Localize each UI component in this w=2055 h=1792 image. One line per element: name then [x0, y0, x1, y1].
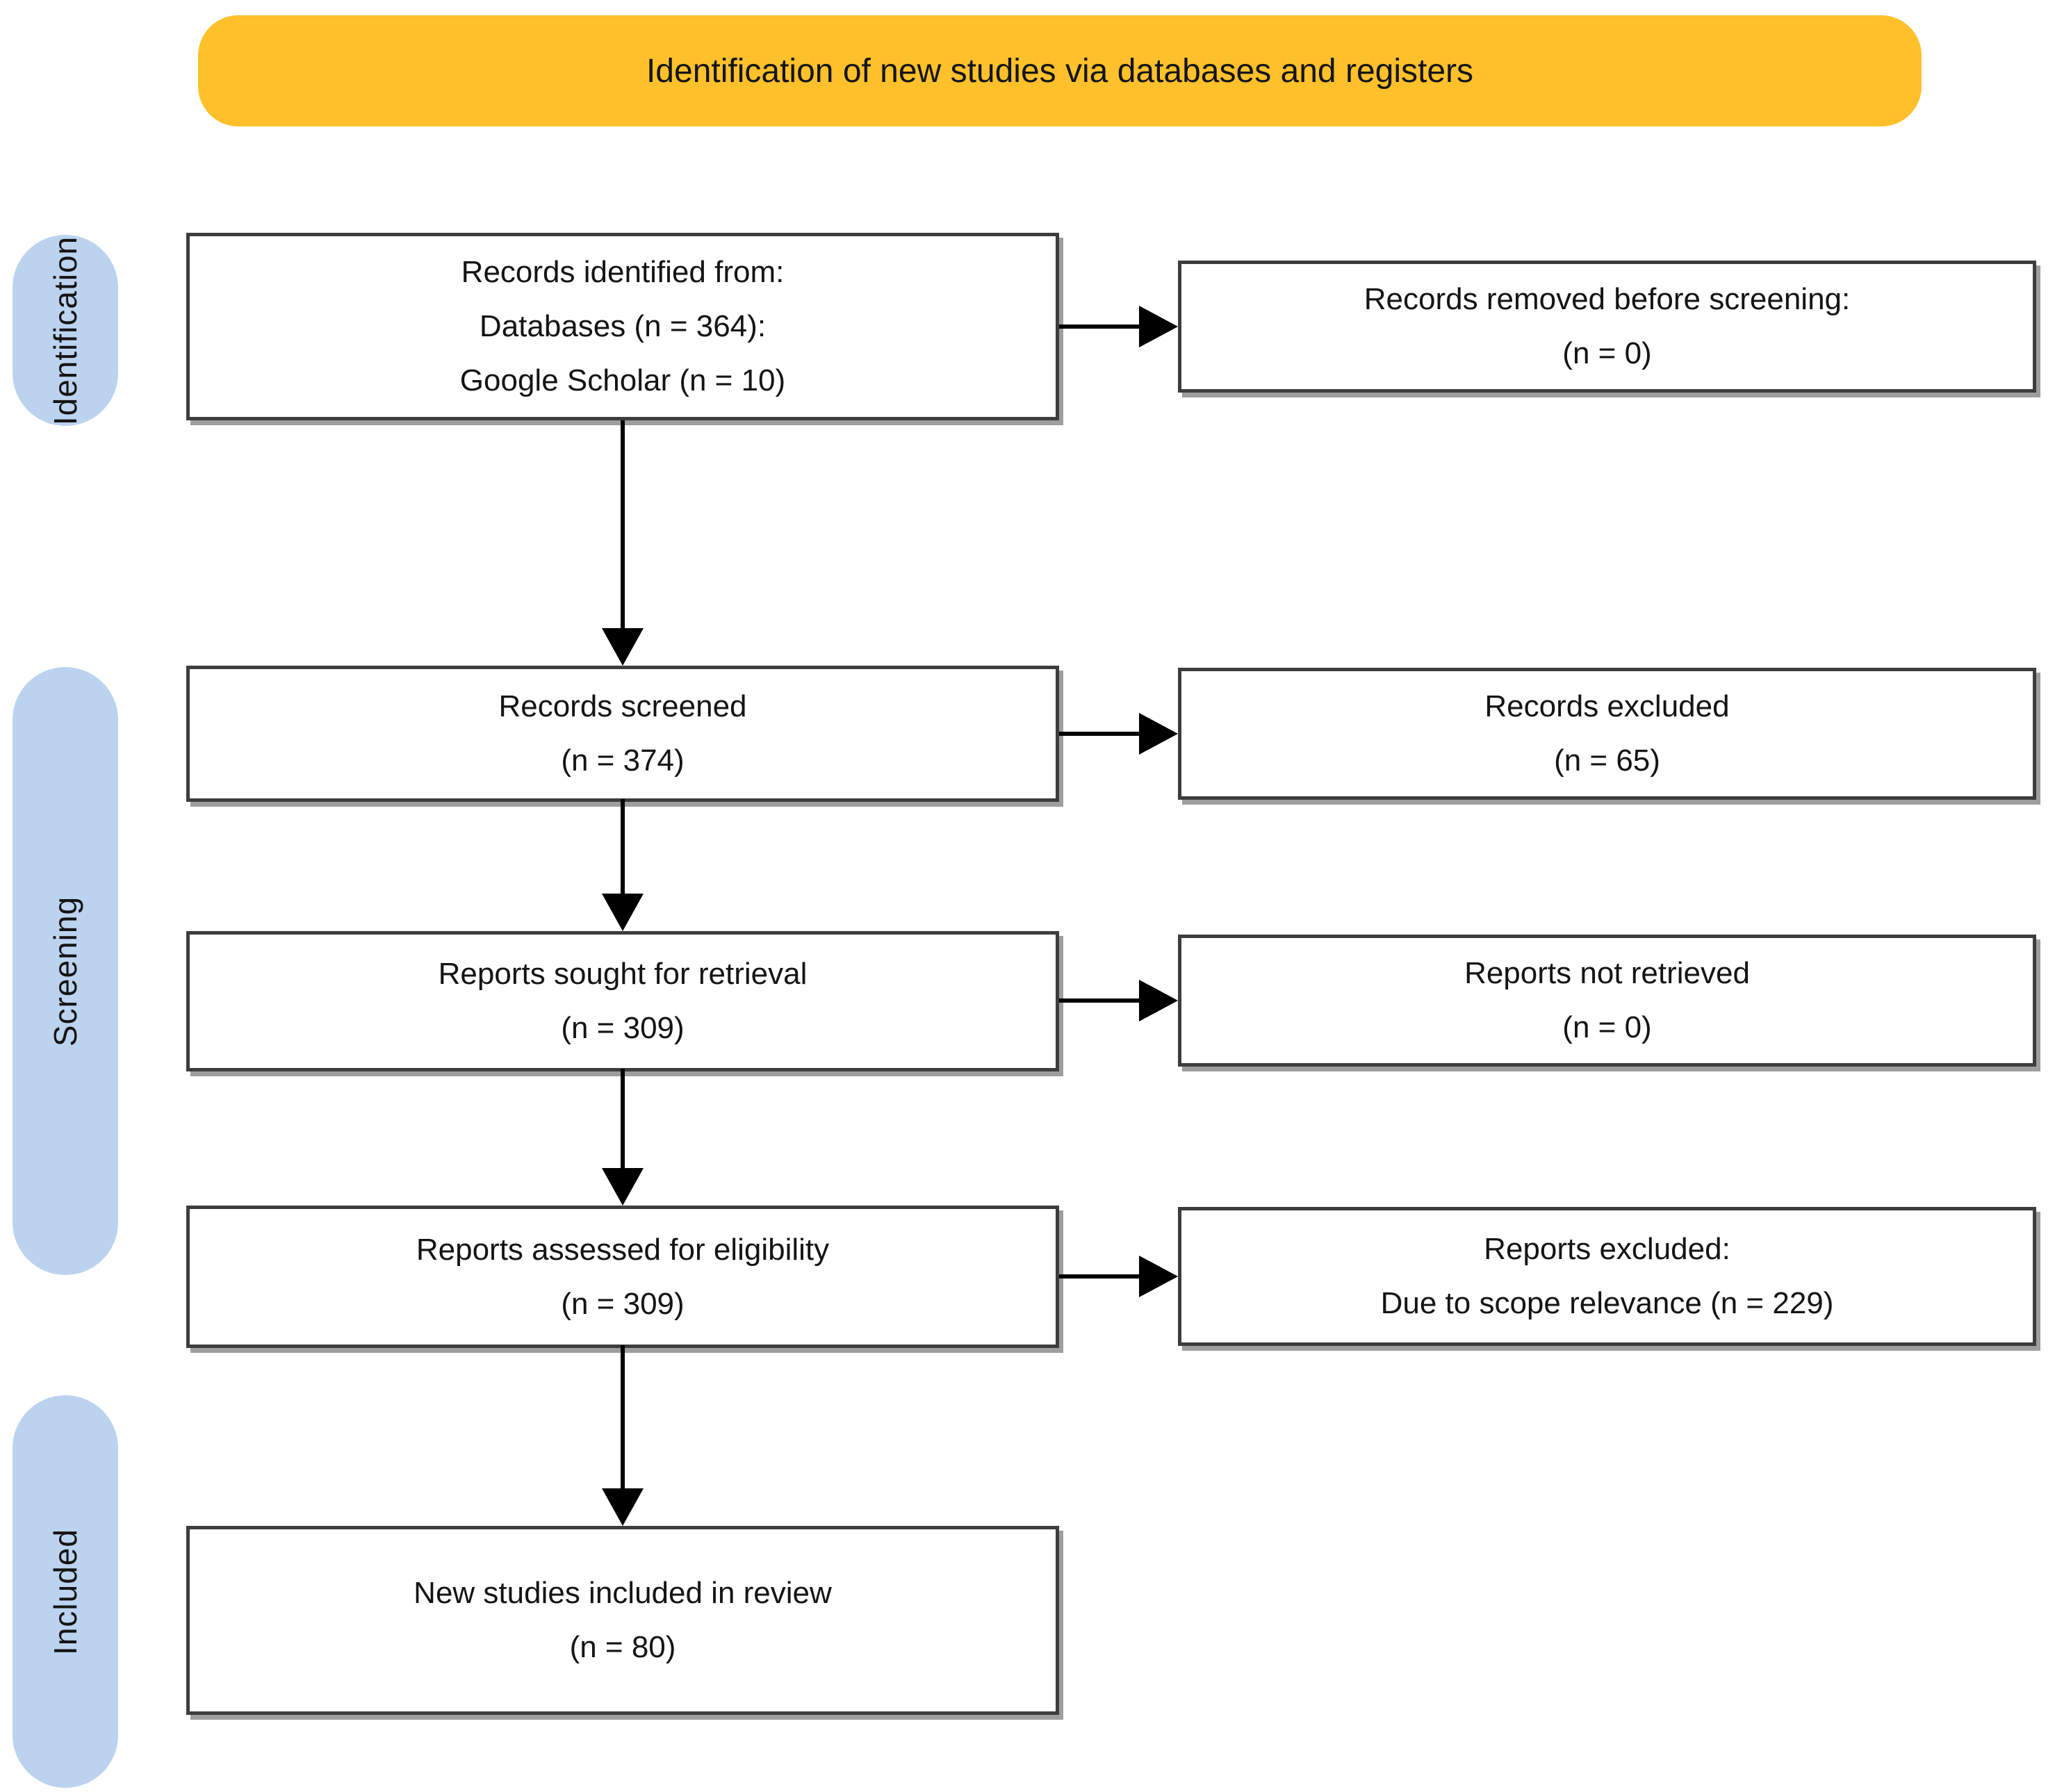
box-new-studies: New studies included in review (n = 80) — [186, 1526, 1059, 1715]
box-reports-excluded: Reports excluded: Due to scope relevance… — [1178, 1207, 2036, 1346]
arrow-right-head-icon — [1139, 980, 1178, 1021]
banner-label: Identification of new studies via databa… — [646, 52, 1474, 90]
box-records-identified: Records identified from: Databases (n = … — [186, 233, 1059, 420]
arrow-right-head-icon — [1139, 306, 1178, 347]
arrow-down-head-icon — [602, 894, 644, 931]
box-line: Records screened — [498, 689, 747, 723]
stage-screening: Screening — [13, 667, 118, 1275]
arrow-right-screened-to-excluded — [1059, 732, 1141, 736]
box-line: Reports assessed for eligibility — [416, 1232, 830, 1267]
arrow-right-head-icon — [1139, 1256, 1178, 1297]
box-line: Records identified from: — [461, 255, 785, 289]
box-records-screened: Records screened (n = 374) — [186, 666, 1059, 802]
arrow-right-assessed-to-excluded — [1059, 1274, 1141, 1279]
banner: Identification of new studies via databa… — [198, 15, 1922, 126]
stage-identification: Identification — [13, 235, 118, 426]
box-line: Reports sought for retrieval — [438, 957, 808, 991]
stage-included-label: Included — [47, 1528, 84, 1655]
box-line: Records excluded — [1484, 689, 1730, 723]
arrow-down-head-icon — [602, 628, 644, 666]
arrow-down-assessed-to-included — [621, 1345, 625, 1491]
arrow-right-identified-to-removed — [1059, 324, 1141, 329]
arrow-right-head-icon — [1139, 713, 1178, 755]
box-line: (n = 80) — [569, 1630, 676, 1664]
box-line: New studies included in review — [414, 1576, 832, 1610]
box-line: (n = 0) — [1562, 336, 1652, 370]
arrow-down-sought-to-assessed — [621, 1069, 625, 1171]
box-line: Due to scope relevance (n = 229) — [1380, 1286, 1834, 1320]
box-records-excluded: Records excluded (n = 65) — [1178, 668, 2036, 800]
stage-screening-label: Screening — [47, 896, 84, 1046]
box-line: (n = 309) — [561, 1011, 685, 1045]
box-line: (n = 309) — [561, 1286, 685, 1321]
arrow-down-screened-to-sought — [621, 799, 625, 896]
arrow-right-sought-to-not-retrieved — [1059, 998, 1141, 1003]
box-line: Google Scholar (n = 10) — [459, 363, 786, 397]
box-line: Databases (n = 364): — [479, 309, 767, 343]
box-line: Reports not retrieved — [1464, 956, 1750, 990]
box-reports-sought: Reports sought for retrieval (n = 309) — [186, 931, 1059, 1071]
box-line: (n = 374) — [561, 743, 685, 778]
box-line: Records removed before screening: — [1364, 282, 1851, 316]
box-line: (n = 65) — [1554, 743, 1660, 778]
arrow-down-head-icon — [602, 1488, 644, 1526]
box-line: (n = 0) — [1562, 1010, 1652, 1044]
box-line: Reports excluded: — [1484, 1232, 1730, 1266]
stage-identification-label: Identification — [47, 236, 83, 425]
arrow-down-identified-to-screened — [621, 420, 625, 630]
box-reports-not-retrieved: Reports not retrieved (n = 0) — [1178, 935, 2036, 1067]
arrow-down-head-icon — [602, 1168, 644, 1206]
box-reports-assessed: Reports assessed for eligibility (n = 30… — [186, 1206, 1059, 1348]
stage-included: Included — [13, 1395, 118, 1788]
box-records-removed: Records removed before screening: (n = 0… — [1178, 261, 2036, 393]
